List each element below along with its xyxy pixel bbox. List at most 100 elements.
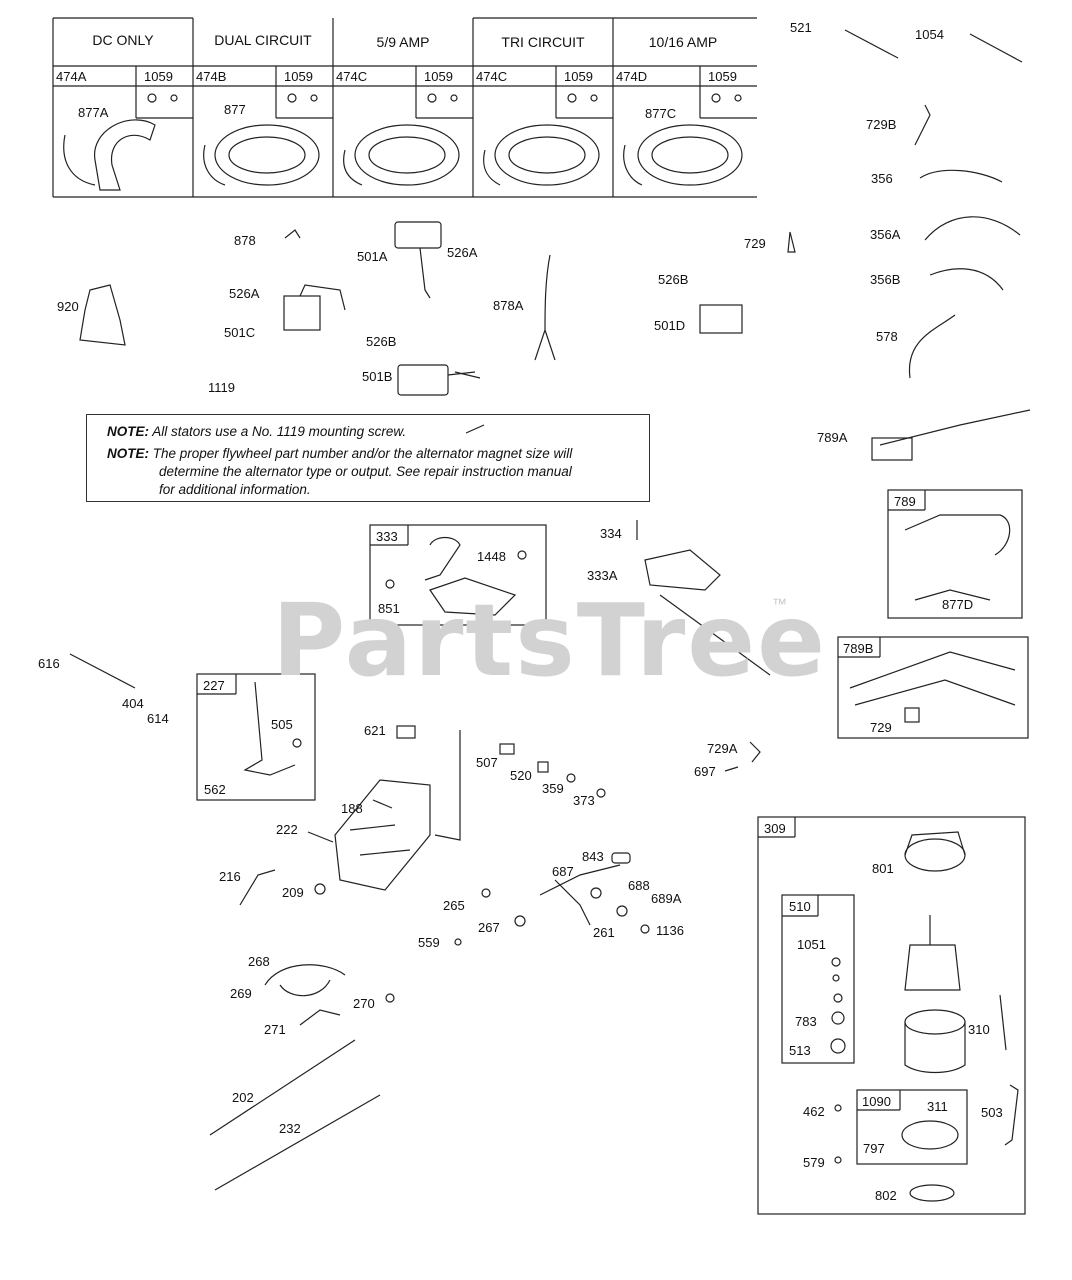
callout-801: 801 xyxy=(872,861,894,876)
kit-474c-tri: 474C xyxy=(476,69,508,84)
callout-526b: 526B xyxy=(366,334,397,349)
callout-267: 267 xyxy=(478,920,500,935)
callout-520: 520 xyxy=(510,768,532,783)
callout-356: 356 xyxy=(871,171,893,186)
callout-579: 579 xyxy=(803,1155,825,1170)
header-dual-circuit: DUAL CIRCUIT xyxy=(214,32,312,48)
callout-271: 271 xyxy=(264,1022,286,1037)
callout-269: 269 xyxy=(230,986,252,1001)
callout-783: 783 xyxy=(795,1014,817,1029)
kit-474c-5-9: 474C xyxy=(336,69,368,84)
note-text-1: All stators use a No. 1119 mounting scre… xyxy=(152,424,407,439)
callout-270: 270 xyxy=(353,996,375,1011)
lead-877c: 877C xyxy=(645,106,677,121)
callout-501d: 501D xyxy=(654,318,686,333)
callout-1448: 1448 xyxy=(477,549,506,564)
callout-462: 462 xyxy=(803,1104,825,1119)
callout-503: 503 xyxy=(981,1105,1003,1120)
callout-356b: 356B xyxy=(870,272,901,287)
callout-505: 505 xyxy=(271,717,293,732)
note-text-2a: The proper flywheel part number and/or t… xyxy=(152,446,573,461)
callout-373: 373 xyxy=(573,793,595,808)
callout-311: 311 xyxy=(927,1099,948,1114)
note-label-2: NOTE: xyxy=(107,446,149,461)
callout-729-in-789b: 729 xyxy=(870,720,892,735)
callout-843: 843 xyxy=(582,849,604,864)
trademark-symbol: ™ xyxy=(772,596,787,613)
callout-562: 562 xyxy=(204,782,226,797)
callout-526b: 526B xyxy=(658,272,689,287)
callout-333a: 333A xyxy=(587,568,618,583)
callout-616: 616 xyxy=(38,656,60,671)
note-box: NOTE: All stators use a No. 1119 mountin… xyxy=(86,414,650,502)
lead-877a: 877A xyxy=(78,105,109,120)
kit-474b: 474B xyxy=(196,69,227,84)
callout-578: 578 xyxy=(876,329,898,344)
callout-501c: 501C xyxy=(224,325,256,340)
callout-209: 209 xyxy=(282,885,304,900)
callout-359: 359 xyxy=(542,781,564,796)
callout-687: 687 xyxy=(552,864,574,879)
header-tri-circuit: TRI CIRCUIT xyxy=(501,34,585,50)
group-789b: 789B xyxy=(843,641,874,656)
note-text-2b: determine the alternator type or output.… xyxy=(159,464,572,479)
header-dc-only: DC ONLY xyxy=(92,32,154,48)
group-510: 510 xyxy=(789,899,811,914)
callout-521: 521 xyxy=(790,20,812,35)
kit-474d: 474D xyxy=(616,69,648,84)
callout-501a: 501A xyxy=(357,249,388,264)
callout-802: 802 xyxy=(875,1188,897,1203)
callout-920: 920 xyxy=(57,299,79,314)
group-1090: 1090 xyxy=(862,1094,891,1109)
callout-1136: 1136 xyxy=(656,923,684,938)
callout-232: 232 xyxy=(279,1121,301,1136)
lead-877: 877 xyxy=(224,102,246,117)
callout-797: 797 xyxy=(863,1141,885,1156)
callout-688: 688 xyxy=(628,878,650,893)
screw-kit-1059: 1059 xyxy=(564,69,593,84)
callout-878a: 878A xyxy=(493,298,524,313)
callout-404: 404 xyxy=(122,696,144,711)
group-333: 333 xyxy=(376,529,398,544)
callout-216: 216 xyxy=(219,869,241,884)
callout-614: 614 xyxy=(147,711,169,726)
header-10-16-amp: 10/16 AMP xyxy=(648,34,718,50)
callout-356a: 356A xyxy=(870,227,901,242)
screw-kit-1059: 1059 xyxy=(708,69,737,84)
header-5-9-amp: 5/9 AMP xyxy=(376,34,430,50)
screw-kit-1059: 1059 xyxy=(424,69,453,84)
callout-507: 507 xyxy=(476,755,498,770)
callout-851: 851 xyxy=(378,601,400,616)
kit-474a: 474A xyxy=(56,69,87,84)
screw-kit-1059: 1059 xyxy=(284,69,313,84)
callout-334: 334 xyxy=(600,526,622,541)
callout-310: 310 xyxy=(968,1022,990,1037)
callout-729a: 729A xyxy=(707,741,738,756)
callout-268: 268 xyxy=(248,954,270,969)
callout-265: 265 xyxy=(443,898,465,913)
partstree-watermark: PartsTree xyxy=(272,582,827,699)
callout-621: 621 xyxy=(364,723,386,738)
group-309: 309 xyxy=(764,821,786,836)
group-227: 227 xyxy=(203,678,225,693)
note-text-2c: for additional information. xyxy=(159,482,311,497)
callout-526a: 526A xyxy=(229,286,260,301)
callout-222: 222 xyxy=(276,822,298,837)
callout-526a: 526A xyxy=(447,245,478,260)
note-label-1: NOTE: xyxy=(107,424,149,439)
group-789: 789 xyxy=(894,494,916,509)
callout-202: 202 xyxy=(232,1090,254,1105)
callout-1054: 1054 xyxy=(915,27,944,42)
callout-729: 729 xyxy=(744,236,766,251)
callout-877d: 877D xyxy=(942,597,974,612)
callout-697: 697 xyxy=(694,764,716,779)
callout-188: 188 xyxy=(341,801,363,816)
callout-559: 559 xyxy=(418,935,440,950)
callout-513: 513 xyxy=(789,1043,811,1058)
screw-kit-1059: 1059 xyxy=(144,69,173,84)
callout-689a: 689A xyxy=(651,891,682,906)
callout-729b: 729B xyxy=(866,117,897,132)
callout-789a: 789A xyxy=(817,430,848,445)
callout-1119: 1119 xyxy=(208,380,235,395)
